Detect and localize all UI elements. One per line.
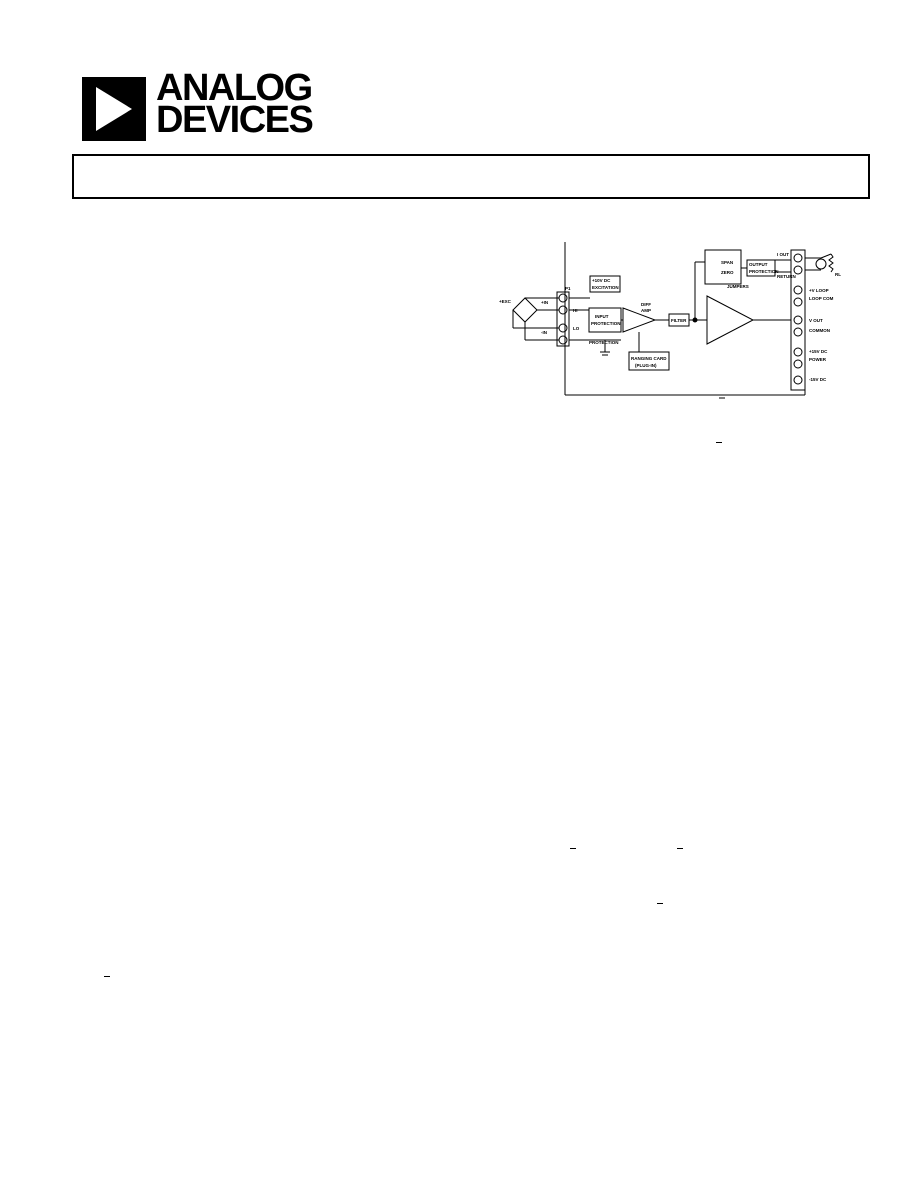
label-in-neg: -IN (541, 330, 547, 335)
functional-block-diagram: +EXC +IN -IN HI LO P1 +10V DC EXCITATION… (499, 242, 841, 399)
label-minus-15: -15V DC (809, 377, 827, 382)
label-in-hi: HI (573, 308, 578, 313)
label-iout-return: RETURN (777, 274, 796, 279)
label-excitation-2: EXCITATION (592, 285, 619, 290)
label-output-protection-1: OUTPUT (749, 262, 768, 267)
label-protection: PROTECTION (589, 340, 619, 345)
label-vout-common: COMMON (809, 328, 830, 333)
label-input-protection-2: PROTECTION (591, 321, 621, 326)
logo-wordmark: ANALOG DEVICES (156, 67, 314, 141)
title-box (72, 154, 870, 199)
label-v-loop: +V LOOP (809, 288, 829, 293)
logo-line-1: ANALOG (156, 67, 313, 109)
logo-line-2: DEVICES (156, 99, 314, 141)
label-excitation-1: +10V DC (592, 278, 611, 283)
label-plus-15: +15V DC (809, 349, 828, 354)
label-span: SPAN (721, 260, 733, 265)
text-mark (570, 848, 576, 849)
label-input-protection-1: INPUT (595, 314, 609, 319)
label-rl: RL (835, 272, 841, 277)
label-filter: FILTER (671, 318, 687, 323)
text-mark (677, 848, 683, 849)
text-mark (657, 903, 663, 904)
label-vout: V OUT (809, 318, 823, 323)
label-ranging-card-1: RANGING CARD (631, 356, 667, 361)
label-output-protection-2: PROTECTION (749, 269, 779, 274)
label-jumpers: JUMPERS (727, 284, 749, 289)
label-zero: ZERO (721, 270, 734, 275)
label-exc: +EXC (499, 299, 512, 304)
analog-devices-logo: ANALOG DEVICES (82, 69, 322, 143)
text-mark (716, 442, 722, 443)
label-diff-amp-2: AMP (641, 308, 651, 313)
text-mark (104, 976, 110, 977)
label-diff-amp-1: DIFF (641, 302, 651, 307)
label-ranging-card-2: (PLUG-IN) (635, 363, 657, 368)
label-in-pos: +IN (541, 300, 548, 305)
logo-triangle-icon (82, 77, 146, 141)
label-loop-com: LOOP COM (809, 296, 834, 301)
label-in-lo: LO (573, 326, 580, 331)
label-power-common: POWER (809, 357, 827, 362)
label-iout: I OUT (777, 252, 789, 257)
label-p1: P1 (565, 286, 571, 291)
